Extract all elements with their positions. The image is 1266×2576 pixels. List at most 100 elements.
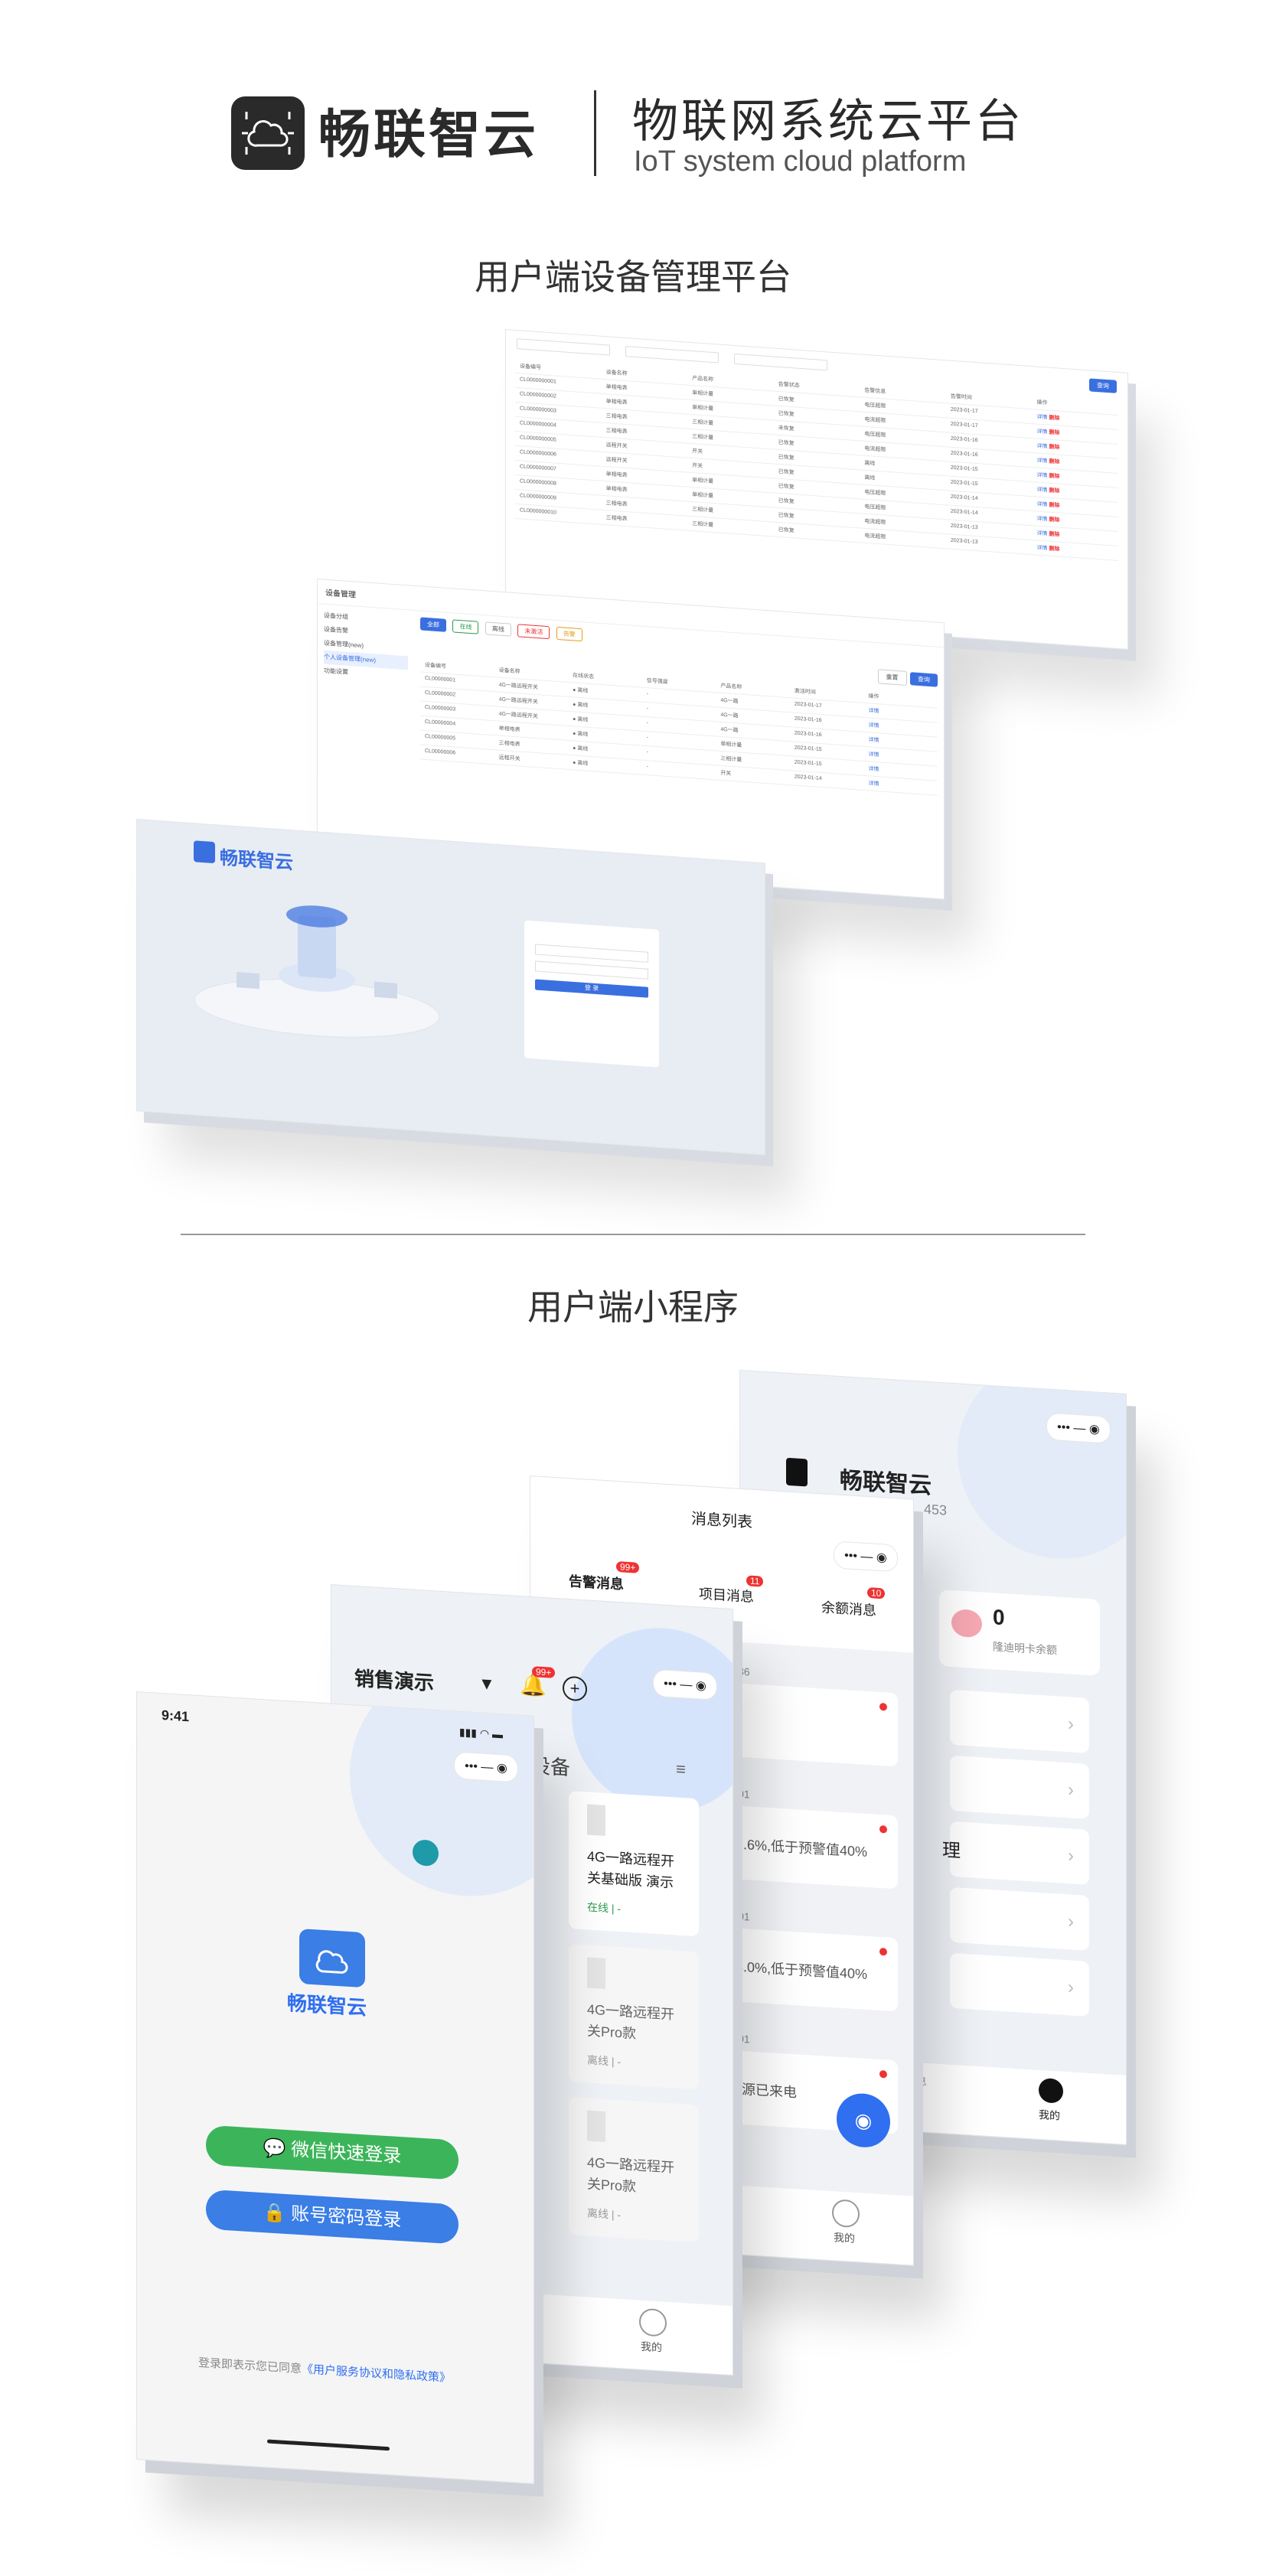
header-divider — [594, 90, 596, 176]
query-button[interactable]: 查询 — [1089, 378, 1117, 393]
tab-offline[interactable]: 离线 — [485, 621, 511, 637]
password-login-label: 账号密码登录 — [291, 2203, 402, 2232]
device-name: 4G一路远程开关Pro款 — [587, 2001, 675, 2042]
wechat-login-label: 微信快速登录 — [291, 2139, 402, 2167]
agreement-link[interactable]: 《用户服务协议和隐私政策》 — [302, 2362, 452, 2385]
phone-login: 9:41 ▮▮▮ ◠ ▬ ••• — ◉ 畅联智云 💬 微信快速登录 🔒 账号密… — [136, 1691, 534, 2484]
device-status: 离线 | - — [587, 2053, 622, 2069]
alarm-badge: 99+ — [616, 1560, 640, 1573]
tab-inactive[interactable]: 未激活 — [517, 624, 550, 640]
chevron-right-icon: › — [1068, 1911, 1074, 1932]
dropdown-arrow-icon[interactable]: ▼ — [478, 1673, 495, 1694]
menu-capsule[interactable]: ••• — ◉ — [1046, 1412, 1111, 1444]
message-card[interactable]: 无 — [714, 1681, 898, 1767]
device-name: 4G一路远程开关Pro款 — [587, 2154, 675, 2195]
tab-alarm-messages[interactable]: 告警消息 — [569, 1573, 624, 1593]
tab-project-messages[interactable]: 项目消息 — [699, 1586, 754, 1605]
brand-logo-icon — [231, 96, 305, 170]
message-text: 度33.0%,低于预警值40% — [714, 1957, 868, 1982]
balance-badge: 10 — [867, 1586, 886, 1599]
agreement-prefix: 登录即表示您已同意 — [198, 2356, 302, 2376]
search-button[interactable]: 查询 — [910, 672, 938, 687]
balance-label: 隆迪明卡余额 — [993, 1640, 1057, 1657]
balance-card[interactable]: 0 隆迪明卡余额 — [939, 1589, 1100, 1676]
menu-capsule[interactable]: ••• — ◉ — [834, 1541, 898, 1573]
chevron-right-icon: › — [1068, 1779, 1074, 1801]
chevron-right-icon: › — [1068, 1845, 1074, 1867]
login-brand-name: 畅联智云 — [220, 847, 293, 874]
agreement-text: 登录即表示您已同意《用户服务协议和隐私政策》 — [198, 2354, 451, 2385]
password-field[interactable] — [535, 960, 648, 980]
reset-button[interactable]: 重置 — [877, 669, 907, 686]
login-button[interactable]: 登 录 — [535, 979, 648, 998]
section-divider — [181, 1234, 1085, 1235]
project-title[interactable]: 销售演示 — [354, 1666, 435, 1695]
device-image — [587, 1957, 605, 1989]
web-login-panel: 畅联智云 登 录 — [136, 819, 765, 1156]
project-badge: 11 — [746, 1575, 764, 1587]
tab-online[interactable]: 在线 — [452, 619, 479, 634]
username-field[interactable] — [535, 944, 648, 963]
list-icon[interactable]: ≡ — [676, 1759, 686, 1779]
sidebar: 设备分组 设备告警 设备管理(new) 个人设备管理(new) 功能设置 — [318, 604, 414, 764]
mine-icon — [1039, 2077, 1063, 2104]
device-card[interactable]: 4G一路远程开关Pro款 离线 | - — [569, 1944, 699, 2090]
mine-icon — [832, 2199, 860, 2229]
app-brand: 畅联智云 — [287, 1991, 367, 2020]
menu-capsule[interactable]: ••• — ◉ — [653, 1668, 717, 1700]
profile-brand: 畅联智云 — [840, 1468, 932, 1499]
device-card[interactable]: 4G一路远程开关Pro款 离线 | - — [569, 2097, 699, 2243]
tab-messages[interactable]: 息 — [916, 2075, 927, 2088]
menu-item[interactable]: › — [950, 1689, 1089, 1753]
mine-icon — [639, 2307, 667, 2337]
message-text: 度32.6%,低于预警值40% — [714, 1834, 868, 1860]
platform-title-en: IoT system cloud platform — [634, 145, 967, 178]
avatar[interactable] — [786, 1457, 808, 1487]
app-logo-icon — [299, 1929, 365, 1988]
platform-title-cn: 物联网系统云平台 — [632, 96, 1024, 147]
tab-alarm[interactable]: 告警 — [556, 626, 582, 642]
wechat-icon: 💬 — [263, 2137, 286, 2160]
menu-item[interactable]: 理› — [942, 1821, 1089, 1885]
menu-capsule[interactable]: ••• — ◉ — [454, 1751, 518, 1783]
status-icons: ▮▮▮ ◠ ▬ — [458, 1725, 503, 1741]
tab-all[interactable]: 全部 — [420, 617, 446, 632]
login-logo-icon — [194, 840, 215, 864]
chevron-right-icon: › — [1068, 1714, 1074, 1735]
device-name: 4G一路远程开关基础版 演示 — [587, 1848, 675, 1891]
section-label: 设备 — [530, 1753, 571, 1780]
unread-dot — [879, 1702, 887, 1711]
tab-mine[interactable]: 我的 — [641, 2340, 662, 2354]
unread-dot — [879, 1824, 887, 1834]
piggy-bank-icon — [951, 1608, 982, 1639]
tab-mine[interactable]: 我的 — [834, 2231, 855, 2245]
login-illustration — [191, 877, 443, 1048]
wechat-login-button[interactable]: 💬 微信快速登录 — [206, 2124, 458, 2180]
lock-icon: 🔒 — [263, 2202, 286, 2224]
tab-mine[interactable]: 我的 — [1039, 2108, 1060, 2122]
device-status: 在线 | - — [587, 1900, 622, 1916]
unread-dot — [879, 1947, 887, 1956]
device-image — [587, 1804, 605, 1836]
status-time: 9:41 — [162, 1707, 190, 1725]
menu-item[interactable]: › — [950, 1755, 1089, 1819]
device-card[interactable]: 4G一路远程开关基础版 演示 在线 | - — [569, 1791, 699, 1937]
message-card[interactable]: 度33.0%,低于预警值40% — [714, 1926, 898, 2012]
section-label: 理 — [942, 1840, 961, 1862]
message-card[interactable]: 度32.6%,低于预警值40% — [714, 1804, 898, 1890]
login-form: 登 录 — [524, 920, 659, 1068]
password-login-button[interactable]: 🔒 账号密码登录 — [206, 2189, 458, 2245]
profile-id: 453 — [924, 1501, 948, 1518]
tab-balance-messages[interactable]: 余额消息 — [821, 1599, 876, 1619]
section-title-miniapp: 用户端小程序 — [527, 1287, 739, 1327]
menu-item[interactable]: › — [950, 1886, 1089, 1951]
device-image — [587, 2110, 605, 2142]
menu-item[interactable]: › — [950, 1952, 1089, 2017]
chevron-right-icon: › — [1068, 1977, 1074, 1998]
balance-value: 0 — [993, 1605, 1005, 1630]
home-indicator — [267, 2439, 390, 2451]
notify-badge: 99+ — [532, 1666, 556, 1678]
section-title-web: 用户端设备管理平台 — [475, 257, 791, 297]
device-status: 离线 | - — [587, 2206, 622, 2222]
unread-dot — [879, 2069, 887, 2079]
